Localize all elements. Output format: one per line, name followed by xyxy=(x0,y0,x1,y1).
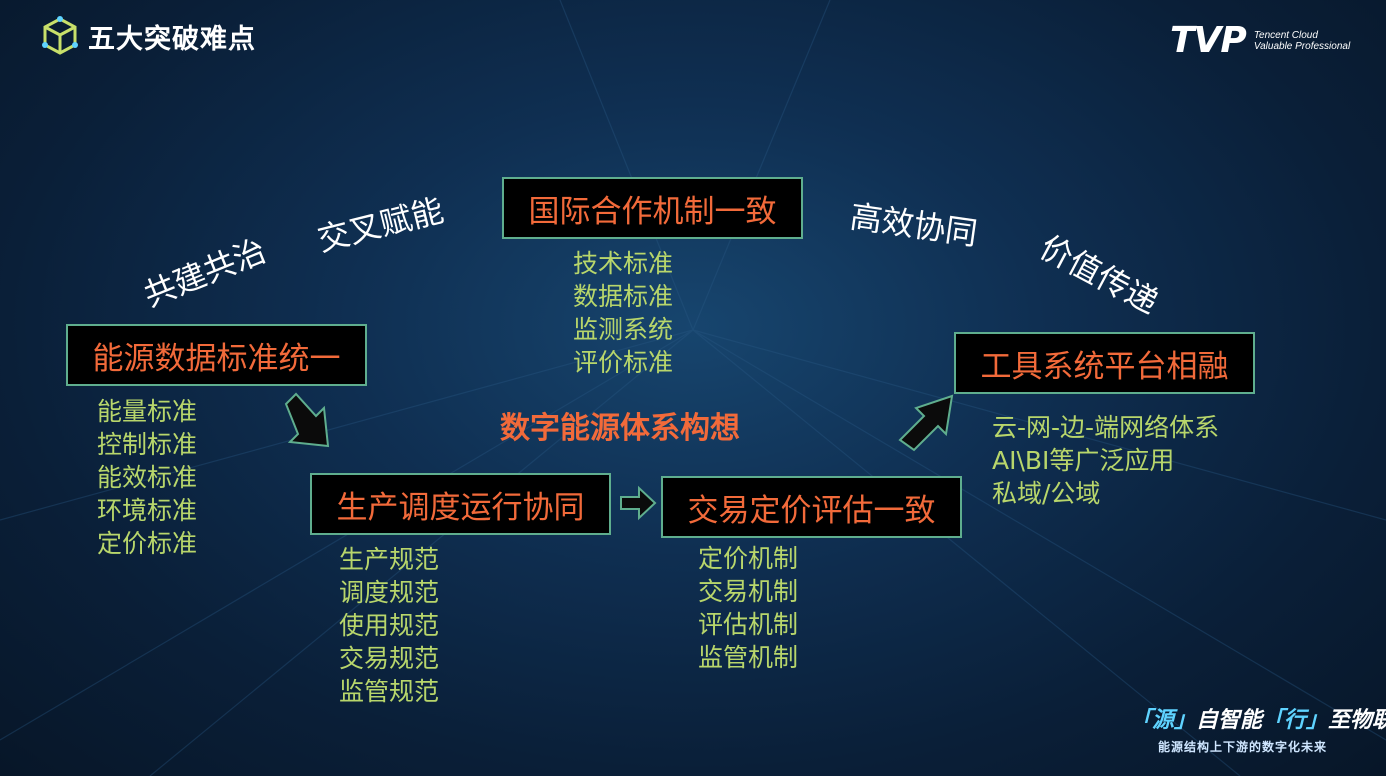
list-item: 监管规范 xyxy=(339,677,440,706)
footer-text-1: 自智能 xyxy=(1196,708,1263,733)
tvp-mark: TVP xyxy=(1170,20,1247,61)
list-item: 定价机制 xyxy=(698,544,799,573)
arrow-production-to-trade xyxy=(620,485,657,521)
list-item: 私域/公域 xyxy=(992,479,1101,508)
footer-text-2: 至物联 xyxy=(1328,708,1386,733)
header: 五大突破难点 xyxy=(40,16,256,56)
node-trade-pricing: 交易定价评估一致 xyxy=(661,476,962,538)
list-item: 技术标准 xyxy=(573,249,674,278)
cube-icon xyxy=(42,16,78,55)
page-title: 五大突破难点 xyxy=(88,23,256,55)
list-item: 控制标准 xyxy=(97,430,198,459)
list-item: 能效标准 xyxy=(97,463,198,492)
list-item: 评价标准 xyxy=(573,348,674,377)
list-item: 评估机制 xyxy=(698,610,799,639)
list-item: AI\BI等广泛应用 xyxy=(992,446,1175,475)
node-production: 生产调度运行协同 xyxy=(310,473,611,535)
list-production: 生产规范 调度规范 使用规范 交易规范 监管规范 xyxy=(339,543,439,708)
footer-quote-xing: 「行」 xyxy=(1262,708,1329,733)
list-item: 使用规范 xyxy=(339,611,440,640)
tvp-line1: Tencent Cloud xyxy=(1253,29,1318,41)
list-energy-data: 能量标准 控制标准 能效标准 环境标准 定价标准 xyxy=(97,395,197,560)
center-title: 数字能源体系构想 xyxy=(500,411,740,446)
tvp-logo: TVP Tencent Cloud Valuable Professional xyxy=(1170,20,1350,61)
tvp-tagline: Tencent Cloud Valuable Professional xyxy=(1254,30,1350,52)
list-item: 监管机制 xyxy=(698,643,799,672)
node-energy-data: 能源数据标准统一 xyxy=(66,324,367,386)
footer-subtitle: 能源结构上下游的数字化未来 xyxy=(1158,740,1328,754)
list-tools-platform: 云-网-边-端网络体系 AI\BI等广泛应用 私域/公域 xyxy=(992,411,1219,510)
node-intl-cooperation: 国际合作机制一致 xyxy=(502,177,803,239)
list-item: 交易机制 xyxy=(698,577,799,606)
list-item: 环境标准 xyxy=(97,496,198,525)
list-intl-cooperation: 技术标准 数据标准 监测系统 评价标准 xyxy=(573,247,673,379)
list-item: 生产规范 xyxy=(339,545,440,574)
arrow-energy-to-production xyxy=(284,392,330,448)
list-item: 定价标准 xyxy=(97,529,198,558)
footer-slogan: 「源」自智能「行」至物联 能源结构上下游的数字化未来 xyxy=(1130,702,1386,755)
list-item: 云-网-边-端网络体系 xyxy=(992,413,1220,442)
arrow-trade-to-tools xyxy=(898,394,954,452)
tvp-line2: Valuable Professional xyxy=(1253,40,1351,52)
list-trade-pricing: 定价机制 交易机制 评估机制 监管机制 xyxy=(698,542,798,674)
list-item: 数据标准 xyxy=(573,282,674,311)
list-item: 交易规范 xyxy=(339,644,440,673)
node-tools-platform: 工具系统平台相融 xyxy=(954,332,1255,394)
list-item: 监测系统 xyxy=(573,315,674,344)
footer-slogan-line: 「源」自智能「行」至物联 xyxy=(1130,702,1386,734)
list-item: 调度规范 xyxy=(339,578,440,607)
list-item: 能量标准 xyxy=(97,397,198,426)
footer-quote-yuan: 「源」 xyxy=(1130,708,1197,733)
